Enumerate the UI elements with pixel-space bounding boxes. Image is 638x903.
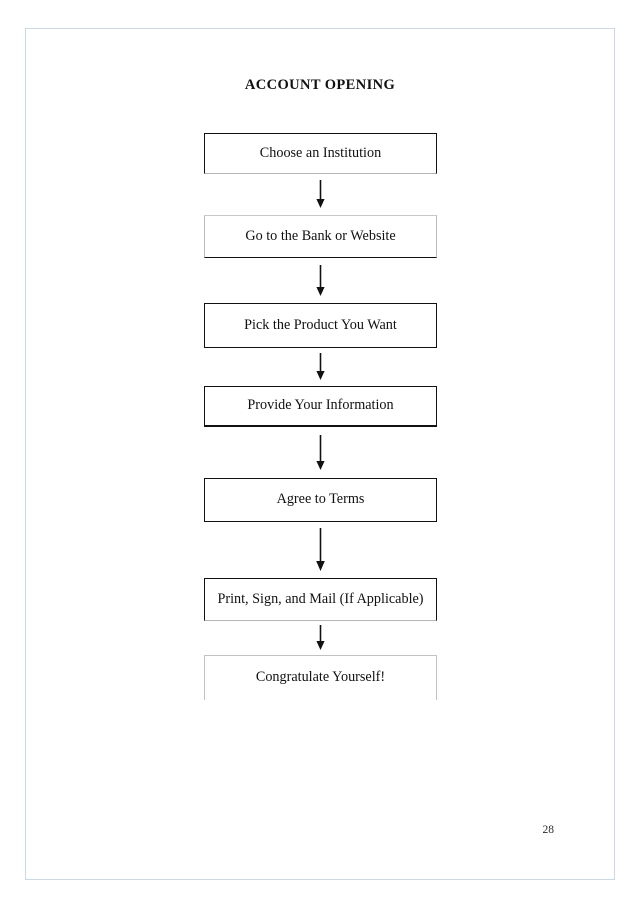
arrow-down-icon — [316, 353, 325, 380]
page-title: ACCOUNT OPENING — [244, 77, 396, 93]
account-opening-flowchart: Choose an Institution Go to the Bank or … — [204, 133, 437, 700]
flow-node-label: Choose an Institution — [259, 144, 382, 161]
flow-node-provide-your-information[interactable]: Provide Your Information — [204, 386, 437, 427]
flow-node-label: Congratulate Yourself! — [255, 669, 386, 686]
arrow-down-icon — [316, 528, 325, 571]
flow-connector-3 — [204, 348, 437, 386]
flow-node-label: Provide Your Information — [247, 397, 394, 414]
flow-connector-1 — [204, 174, 437, 215]
flow-node-label: Pick the Product You Want — [244, 316, 397, 333]
arrow-down-icon — [316, 180, 325, 208]
flow-node-go-to-the-bank-or-website[interactable]: Go to the Bank or Website — [204, 215, 437, 258]
flow-connector-2 — [204, 258, 437, 303]
flow-node-choose-an-institution[interactable]: Choose an Institution — [204, 133, 437, 174]
flow-node-label: Print, Sign, and Mail (If Applicable) — [217, 590, 424, 607]
flow-connector-5 — [204, 522, 437, 578]
flow-connector-4 — [204, 427, 437, 478]
flow-connector-6 — [204, 621, 437, 655]
flow-node-pick-the-product-you-want[interactable]: Pick the Product You Want — [204, 303, 437, 348]
arrow-down-icon — [316, 434, 325, 470]
flow-node-congratulate-yourself[interactable]: Congratulate Yourself! — [204, 655, 437, 700]
arrow-down-icon — [316, 625, 325, 650]
flow-node-label: Go to the Bank or Website — [245, 227, 396, 244]
arrow-down-icon — [316, 264, 325, 296]
page-number: 28 — [542, 824, 555, 836]
flow-node-print-sign-and-mail[interactable]: Print, Sign, and Mail (If Applicable) — [204, 578, 437, 621]
flow-node-label: Agree to Terms — [276, 491, 365, 508]
flow-node-agree-to-terms[interactable]: Agree to Terms — [204, 478, 437, 522]
scanned-page-sheet: ACCOUNT OPENING Choose an Institution Go… — [25, 28, 615, 880]
